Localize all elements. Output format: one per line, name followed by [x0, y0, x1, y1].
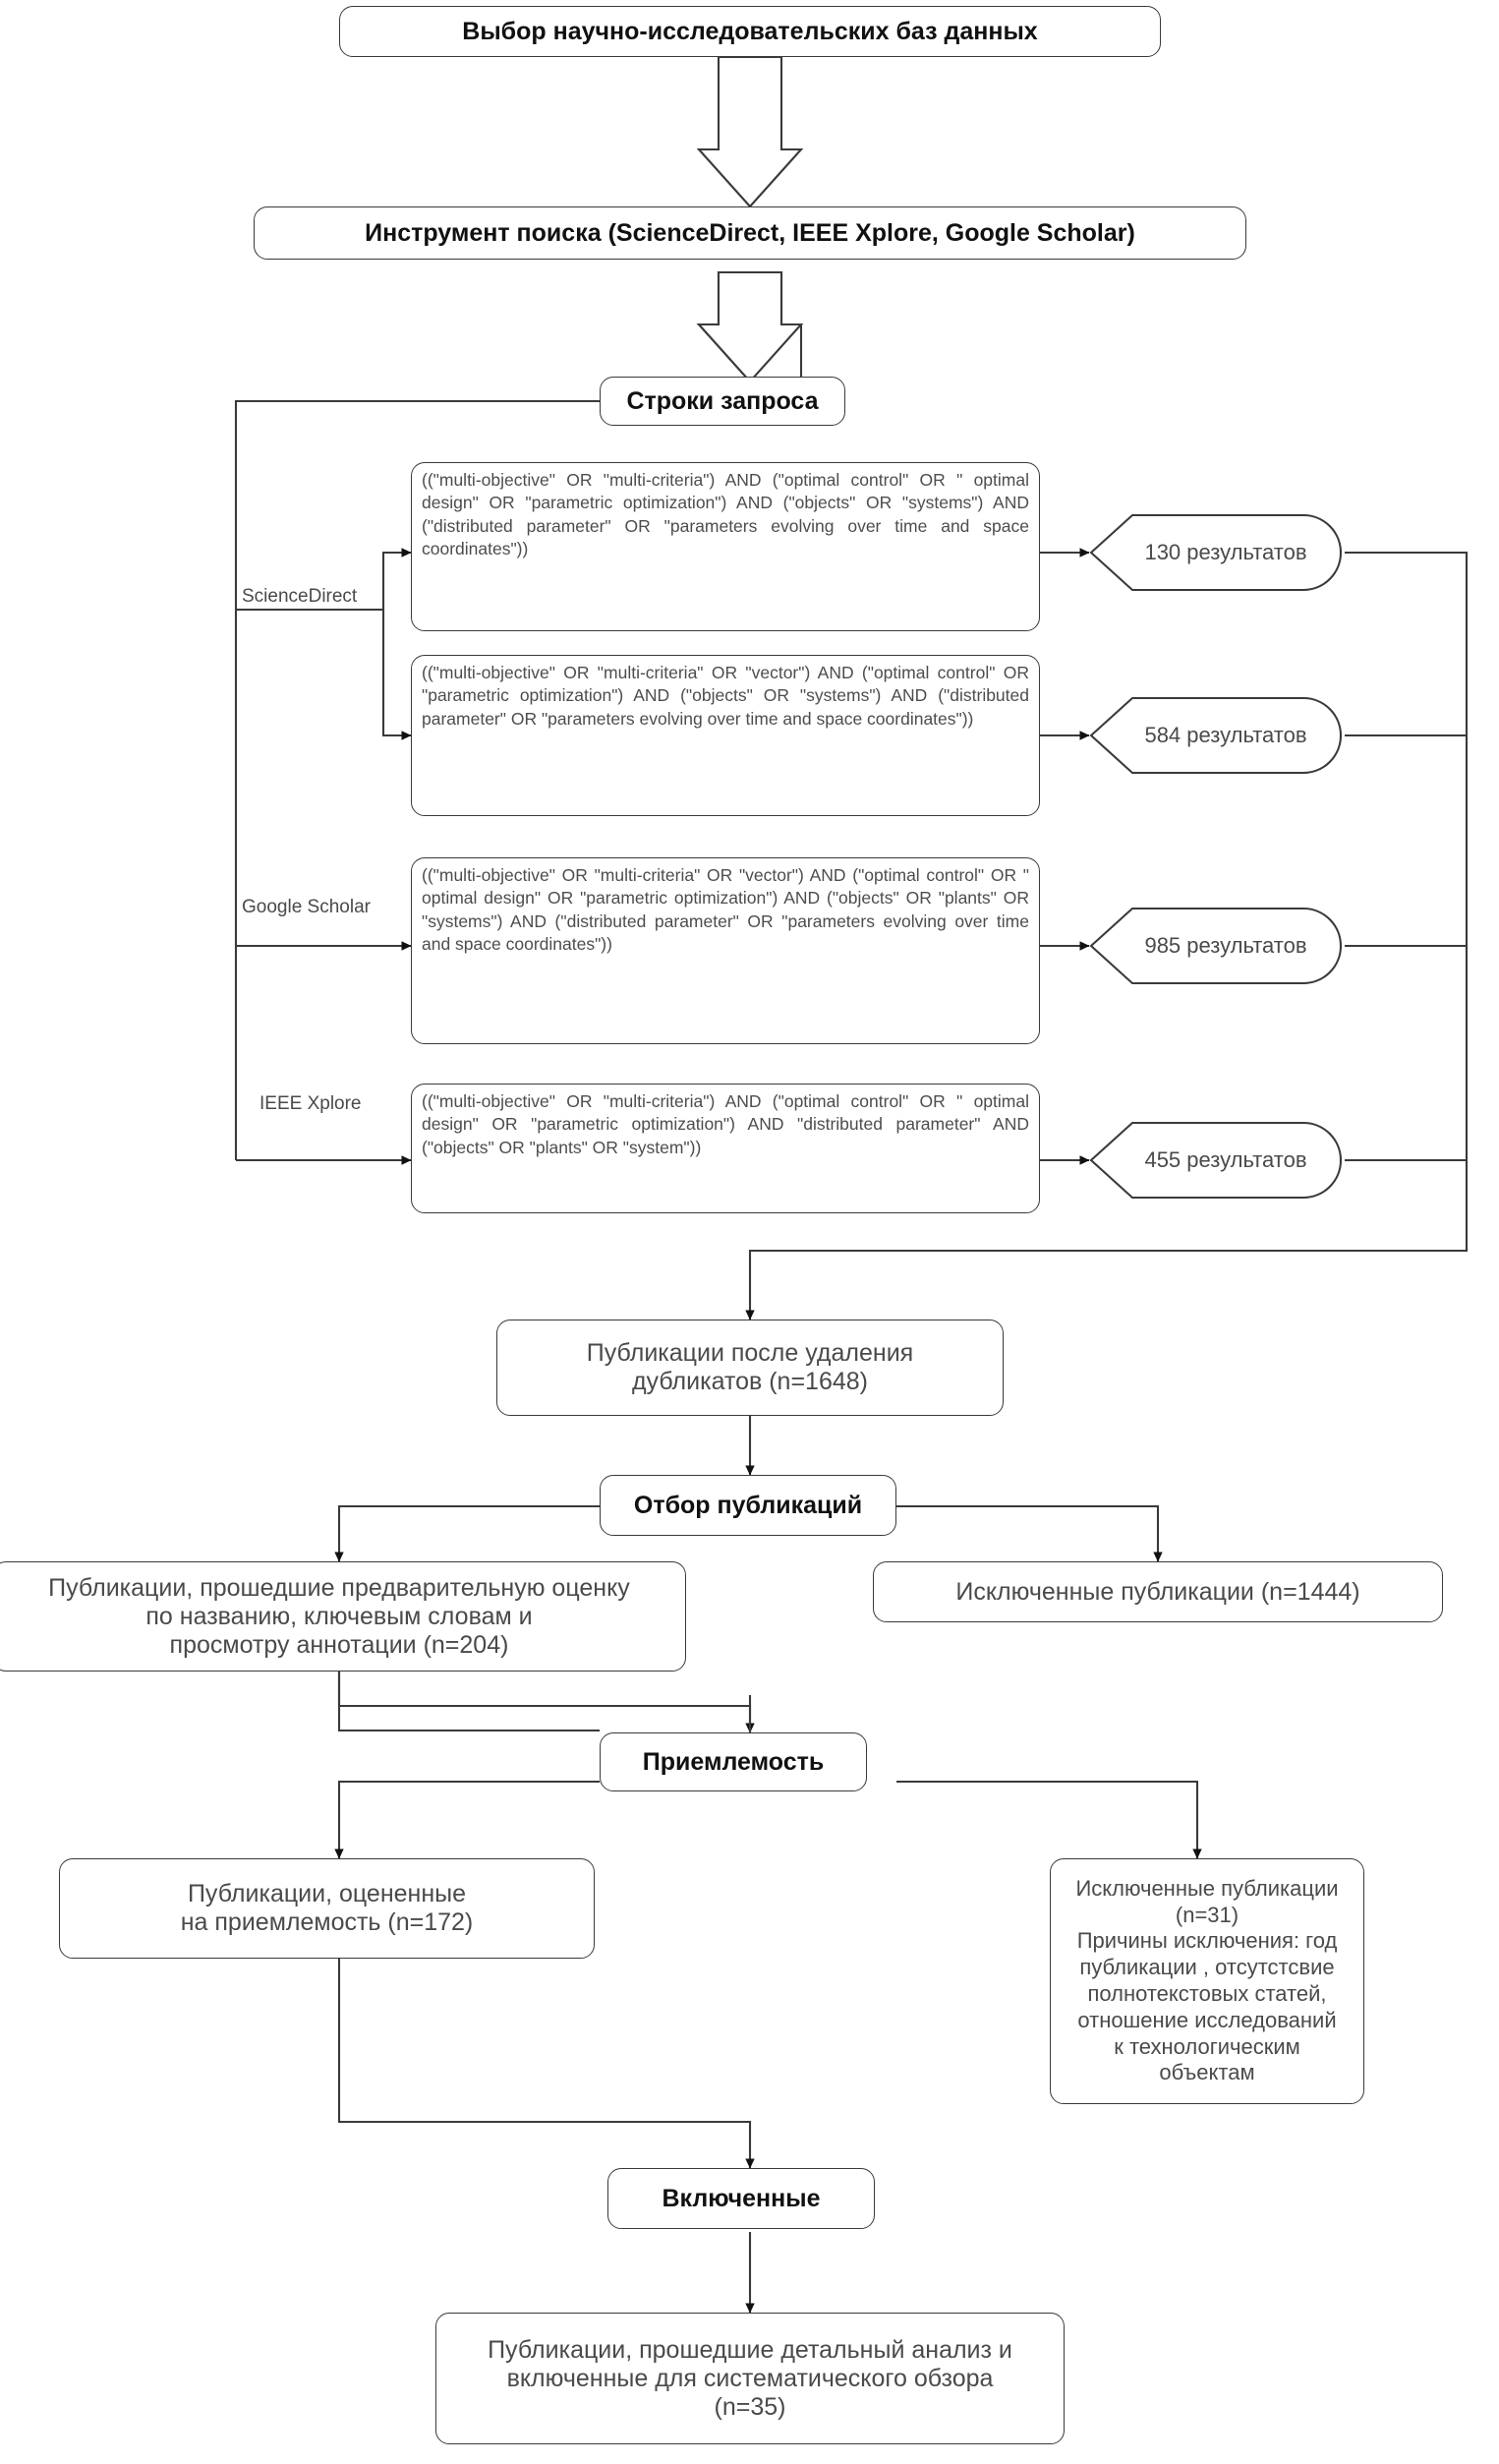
query-text-1: (("multi-objective" OR "multi-criteria")… [422, 470, 1029, 558]
query-box-4[interactable]: (("multi-objective" OR "multi-criteria")… [411, 1084, 1040, 1213]
result-shape-4[interactable]: 455 результатов [1089, 1119, 1345, 1202]
node-assessed[interactable]: Публикации, оцененные на приемлемость (n… [59, 1858, 595, 1959]
result-outline-4 [1089, 1121, 1343, 1200]
node-after-duplicates[interactable]: Публикации после удаления дубликатов (n=… [496, 1320, 1004, 1416]
result-label-3: 985 результатов [1144, 933, 1307, 958]
label-ieee-xplore: IEEE Xplore [259, 1093, 362, 1114]
query-text-3: (("multi-objective" OR "multi-criteria" … [422, 865, 1029, 954]
result-shape-1[interactable]: 130 результатов [1089, 511, 1345, 594]
node-final[interactable]: Публикации, прошедшие детальный анализ и… [435, 2313, 1065, 2444]
result-label-4: 455 результатов [1144, 1147, 1307, 1172]
result-outline-1 [1089, 513, 1343, 592]
node-included[interactable]: Включенные [607, 2168, 875, 2229]
result-label-2: 584 результатов [1144, 723, 1307, 747]
result-shape-2[interactable]: 584 результатов [1089, 694, 1345, 777]
node-excluded-screening[interactable]: Исключенные публикации (n=1444) [873, 1561, 1443, 1622]
node-databases-selection[interactable]: Выбор научно-исследовательских баз данны… [339, 6, 1161, 57]
label-sciencedirect: ScienceDirect [242, 586, 358, 607]
node-selection[interactable]: Отбор публикаций [600, 1475, 896, 1536]
node-eligibility[interactable]: Приемлемость [600, 1732, 867, 1791]
node-search-tool[interactable]: Инструмент поиска (ScienceDirect, IEEE X… [254, 206, 1246, 260]
node-excluded-eligibility[interactable]: Исключенные публикации (n=31) Причины ис… [1050, 1858, 1364, 2104]
node-query-strings[interactable]: Строки запроса [600, 377, 845, 426]
result-label-1: 130 результатов [1144, 540, 1307, 564]
node-prescreened[interactable]: Публикации, прошедшие предварительную оц… [0, 1561, 686, 1672]
query-box-1[interactable]: (("multi-objective" OR "multi-criteria")… [411, 462, 1040, 631]
query-text-4: (("multi-objective" OR "multi-criteria")… [422, 1091, 1029, 1157]
query-box-3[interactable]: (("multi-objective" OR "multi-criteria" … [411, 857, 1040, 1044]
result-outline-2 [1089, 696, 1343, 775]
query-text-2: (("multi-objective" OR "multi-criteria" … [422, 663, 1029, 729]
label-google-scholar: Google Scholar [242, 897, 371, 917]
result-outline-3 [1089, 907, 1343, 985]
result-shape-3[interactable]: 985 результатов [1089, 905, 1345, 987]
query-box-2[interactable]: (("multi-objective" OR "multi-criteria" … [411, 655, 1040, 816]
